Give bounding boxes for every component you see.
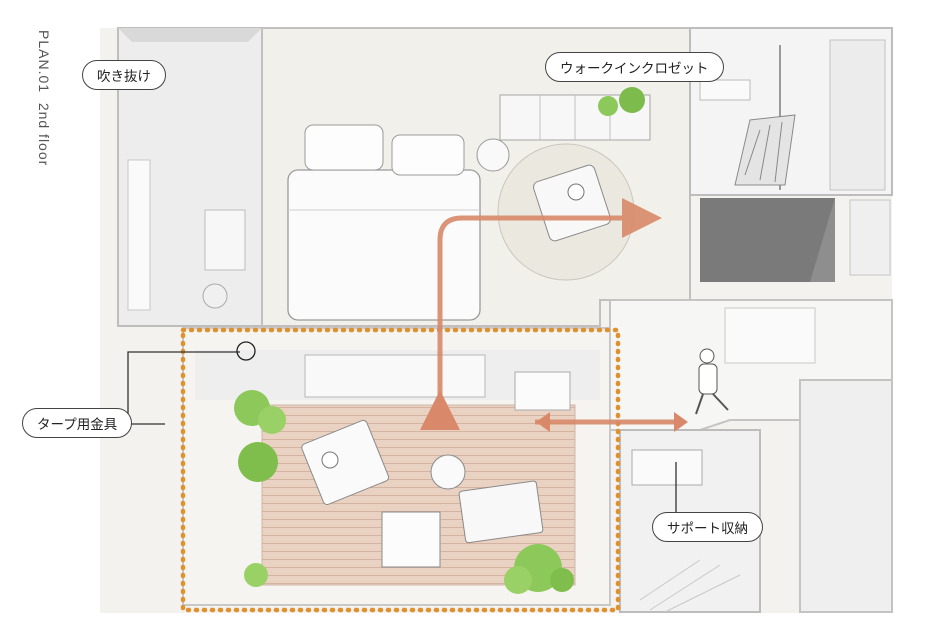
circulation-arrows	[420, 198, 688, 432]
callout-walk-in-closet: ウォークインクロゼット	[545, 52, 724, 82]
chair-icon	[458, 480, 544, 544]
bed-icon	[287, 124, 481, 321]
person-icon	[695, 348, 729, 415]
callout-support-storage: サポート収納	[652, 512, 763, 542]
bedroom	[261, 27, 691, 327]
chair-icon	[301, 419, 390, 506]
walk-in-closet-room	[689, 27, 893, 196]
chair-icon	[533, 164, 611, 242]
plant-icon	[598, 87, 645, 116]
terrace-outline	[180, 327, 621, 613]
plant-icon	[234, 390, 286, 587]
callout-tarp-hardware: タープ用金具	[22, 408, 133, 438]
clothes-rack-icon	[734, 114, 796, 186]
callout-fukinuke: 吹き抜け	[82, 60, 166, 90]
plan-label: PLAN.01 2nd floor	[36, 30, 52, 167]
terrace	[182, 327, 611, 606]
callout-leaders	[127, 341, 677, 515]
room-bottom-right	[799, 379, 893, 613]
plant-icon	[504, 544, 574, 594]
stairwell	[700, 198, 891, 282]
